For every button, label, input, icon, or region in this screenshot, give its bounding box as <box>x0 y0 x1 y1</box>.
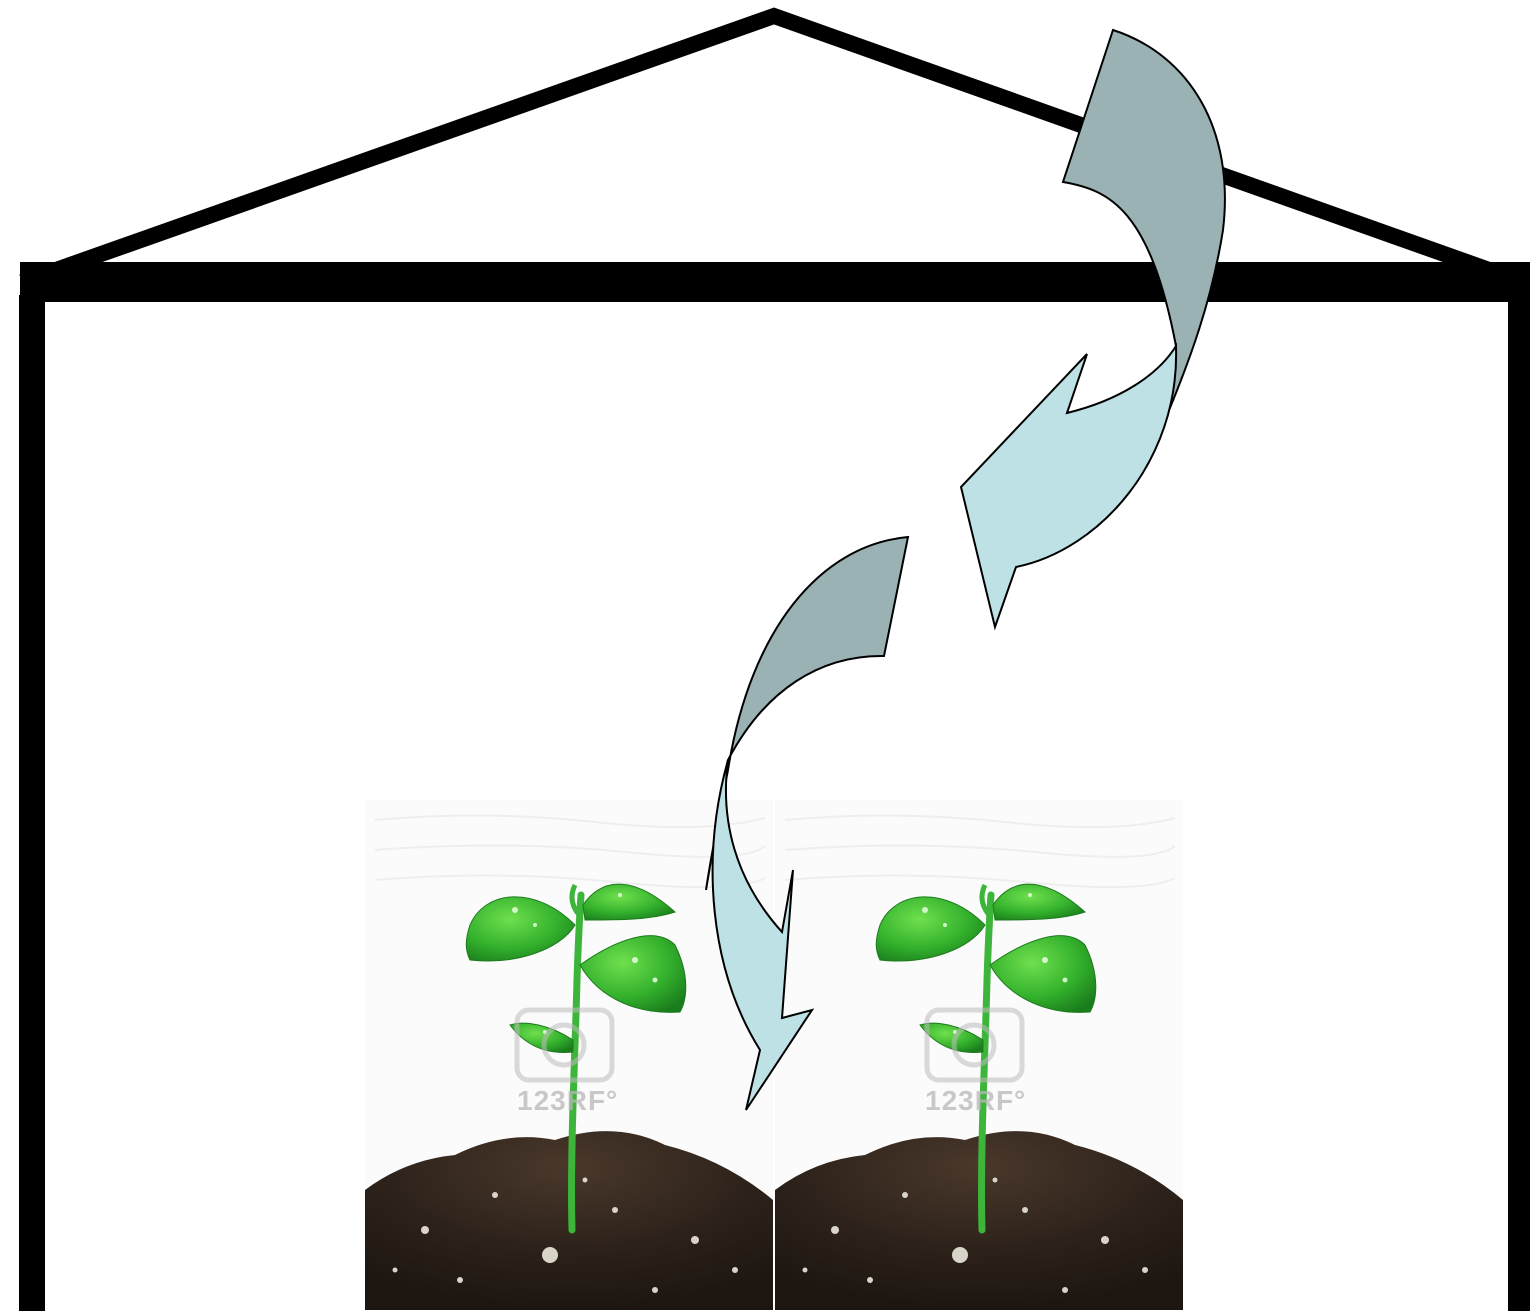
watermark-text-right: 123RF° <box>925 1085 1026 1116</box>
seedling-image-right: 123RF° <box>775 800 1183 1310</box>
curved-arrow-icon <box>961 30 1225 627</box>
watermark-text-left: 123RF° <box>517 1085 618 1116</box>
